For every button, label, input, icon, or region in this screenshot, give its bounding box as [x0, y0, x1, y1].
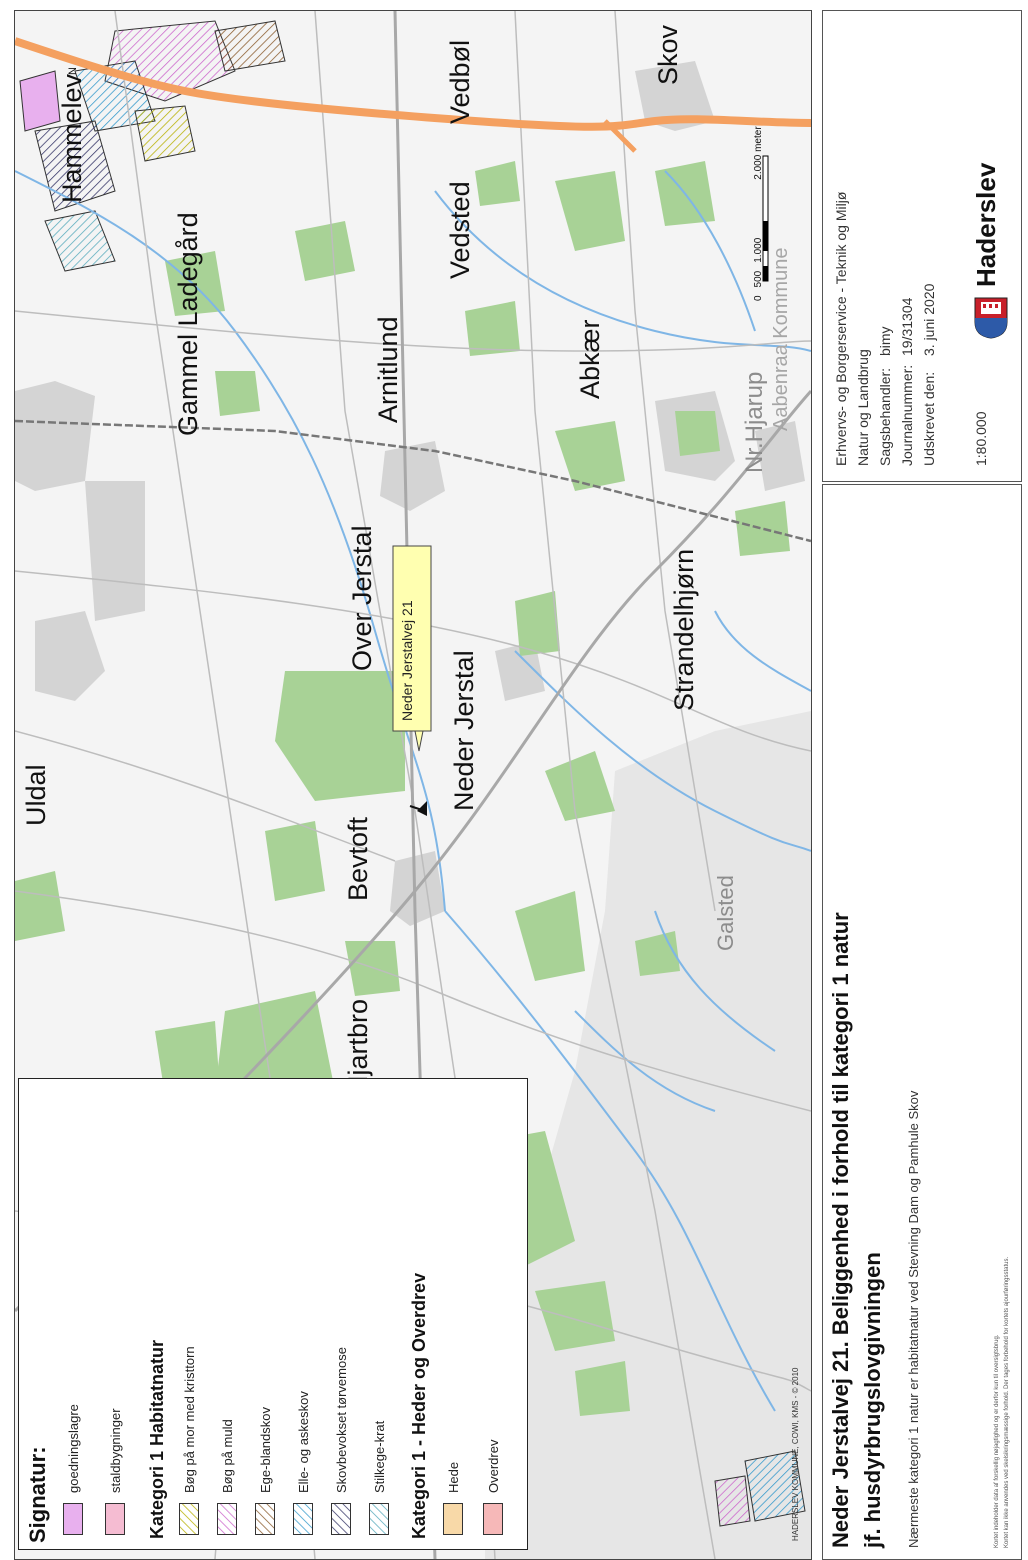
legend-item-label: Hede [445, 1461, 461, 1493]
legend-swatch [483, 1503, 503, 1535]
legend-swatch [217, 1503, 237, 1535]
place-neder-jerstal[interactable]: Neder Jerstal [449, 650, 479, 811]
legend-item-label: Overdrev [485, 1439, 501, 1493]
legend-item-bog-kristtorn: Bøg på mor med kristtorn [179, 1346, 199, 1535]
place-uldal[interactable]: Uldal [21, 764, 51, 826]
place-over-jerstal[interactable]: Over Jerstal [347, 525, 377, 671]
place-abkaer[interactable]: Abkær [575, 319, 605, 399]
legend-swatch [369, 1503, 389, 1535]
scale-labels: 0 500 1.000 2.000 meter [753, 126, 764, 301]
map-subtitle: Nærmeste kategori 1 natur er habitatnatu… [906, 1090, 921, 1548]
legend-swatch [63, 1503, 83, 1535]
scale-bar [762, 155, 769, 282]
info-unit: Natur og Landbrug [855, 349, 871, 466]
scale-tick-2000: 2.000 meter [753, 126, 764, 180]
legend-item-label: Bøg på mor med kristtorn [181, 1346, 197, 1493]
place-nr-hjarup[interactable]: Nr.Hjarup [741, 371, 768, 473]
info-department: Erhvervs- og Borgerservice - Teknik og M… [833, 191, 849, 466]
legend-item-ege-blandskov: Ege-blandskov [255, 1407, 275, 1535]
haderslev-logo-icon [974, 297, 1008, 339]
legend-item-label: Bøg på muld [219, 1419, 235, 1493]
scale-tick-500: 500 [753, 270, 764, 288]
blank-panel [822, 484, 1022, 1560]
location-marker [409, 801, 427, 816]
legend-swatch [179, 1503, 199, 1535]
legend-swatch [255, 1503, 275, 1535]
marker-callout-text: Neder Jerstalvej 21 [399, 600, 415, 721]
legend-item-goedningslagre: goedningslagre [63, 1404, 83, 1535]
legend-item-hede: Hede [443, 1462, 463, 1535]
legend-item-elle-askeskov: Elle- og askeskov [293, 1391, 313, 1535]
info-caseworker-label: Sagsbehandler: [877, 367, 893, 466]
place-aabenraa-kommune[interactable]: Aabenraa Kommune [770, 247, 792, 431]
legend-item-label: Elle- og askeskov [295, 1391, 311, 1493]
legend-item-label: staldbygninger [107, 1408, 123, 1493]
legend-group2-title: Kategori 1 - Heder og Overdrev [409, 1272, 429, 1539]
legend-swatch [443, 1503, 463, 1535]
legend-item-label: Stilkege-krat [371, 1420, 387, 1493]
info-journal-label: Journalnummer: [899, 364, 915, 466]
place-bevtoft[interactable]: Bevtoft [343, 816, 373, 901]
minor-roads [15, 11, 811, 1559]
haderslev-logo-text: Haderslev [971, 162, 1001, 287]
map-fineprint-2: Kortet kan ikke anvendes ved skelsikring… [1004, 1256, 1010, 1548]
place-strandelhjorn[interactable]: Strandelhjørn [669, 548, 699, 711]
legend-item-overdrev: Overdrev [483, 1440, 503, 1535]
legend-item-label: goedningslagre [65, 1404, 81, 1493]
legend-swatch [293, 1503, 313, 1535]
railway [15, 419, 811, 543]
info-printed-label: Udskrevet den: [921, 371, 937, 466]
legend-item-label: Skovbevokset tørvemose [333, 1347, 349, 1493]
map-title-line1: Neder Jerstalvej 21. Beliggenhed i forho… [828, 912, 853, 1548]
legend-group1-title: Kategori 1 Habitatnatur [147, 1339, 167, 1539]
map-fineprint-1: Kortet indeholder data af forskellig nøj… [994, 1334, 1000, 1548]
legend: Signatur: goedningslagre staldbygninger … [18, 1078, 528, 1550]
habitat-nature-areas [19, 20, 286, 272]
place-hammelev[interactable]: Hammelev [57, 73, 87, 203]
map-copyright: HADERSLEV KOMMUNE, COWI, KMS - © 2010 [791, 1367, 800, 1541]
place-gammel-ladegaard[interactable]: Gammel Ladegård [173, 212, 203, 436]
legend-item-label: Ege-blandskov [257, 1407, 273, 1493]
place-galsted[interactable]: Galsted [713, 875, 738, 951]
legend-item-torvemose: Skovbevokset tørvemose [331, 1347, 351, 1535]
place-skov[interactable]: Skov [653, 24, 683, 85]
info-printed-value: 3. juni 2020 [921, 283, 937, 356]
place-vedbol[interactable]: Vedbøl [445, 39, 475, 124]
marker-callout [392, 545, 432, 752]
legend-item-stilkege-krat: Stilkege-krat [369, 1421, 389, 1535]
map-title-line2: jf. husdyrbrugslovgivningen [860, 1252, 885, 1548]
habitat-nature-bottom [714, 1450, 806, 1527]
scale-tick-0: 0 [753, 295, 764, 301]
place-arnitlund[interactable]: Arnitlund [373, 316, 403, 423]
legend-title: Signatur: [25, 1446, 50, 1543]
streams [15, 170, 811, 1412]
info-scale: 1:80.000 [973, 411, 989, 467]
motorway [15, 37, 811, 131]
scale-tick-1000: 1.000 [753, 237, 764, 263]
legend-swatch [105, 1503, 125, 1535]
legend-swatch [331, 1503, 351, 1535]
info-caseworker-value: bimy [877, 326, 893, 356]
legend-item-bog-muld: Bøg på muld [217, 1419, 237, 1535]
legend-item-staldbygninger: staldbygninger [105, 1408, 125, 1535]
info-panel: Erhvervs- og Borgerservice - Teknik og M… [822, 10, 1022, 482]
info-journal-value: 19/31304 [899, 297, 915, 356]
place-vedsted[interactable]: Vedsted [445, 181, 475, 279]
